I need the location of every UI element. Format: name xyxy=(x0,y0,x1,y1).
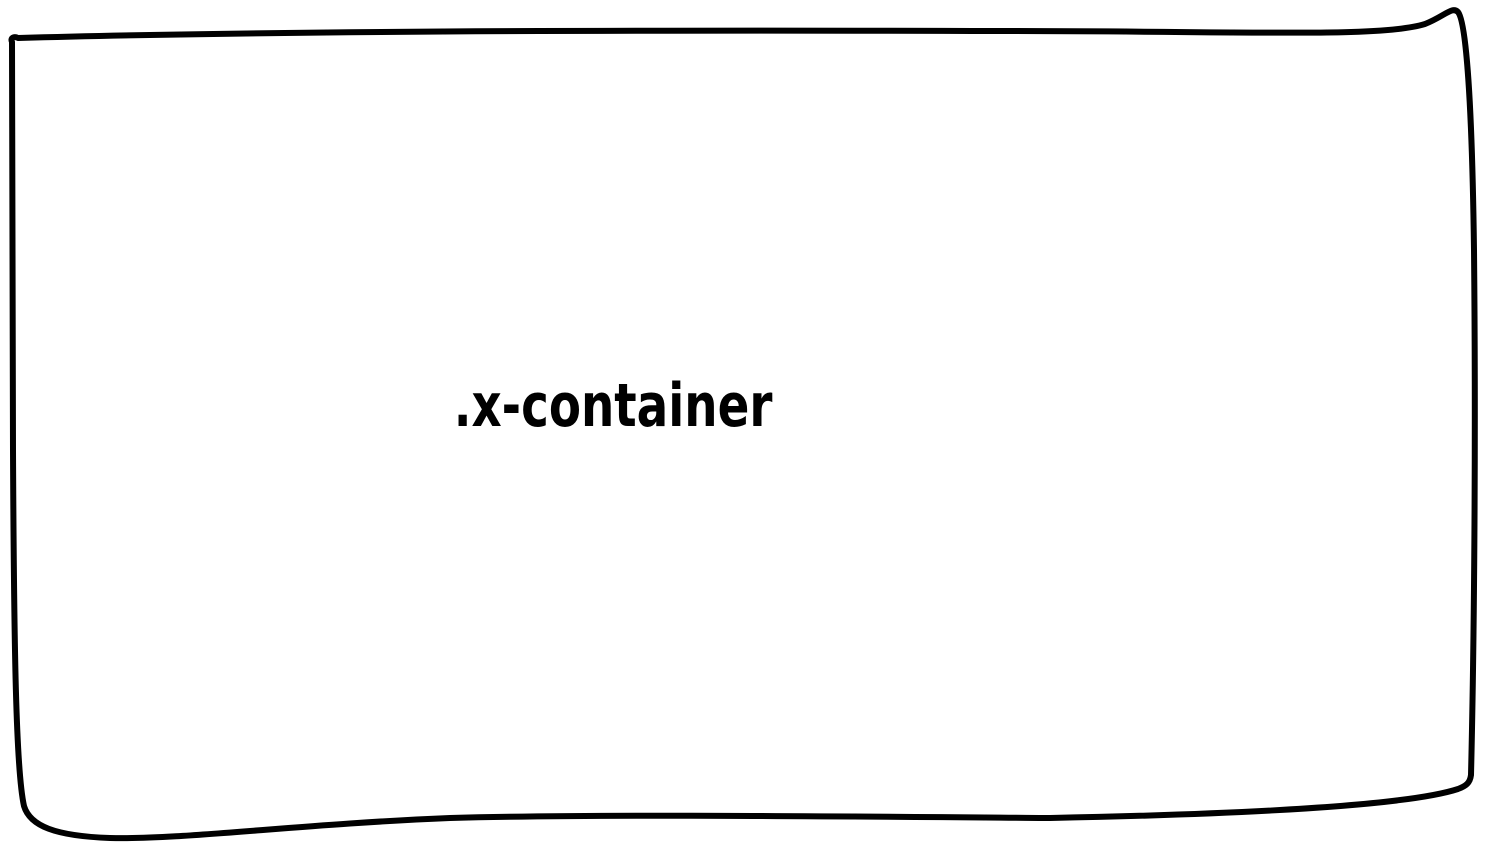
container-label: .x-container xyxy=(453,371,773,441)
container-outline xyxy=(8,7,1478,842)
